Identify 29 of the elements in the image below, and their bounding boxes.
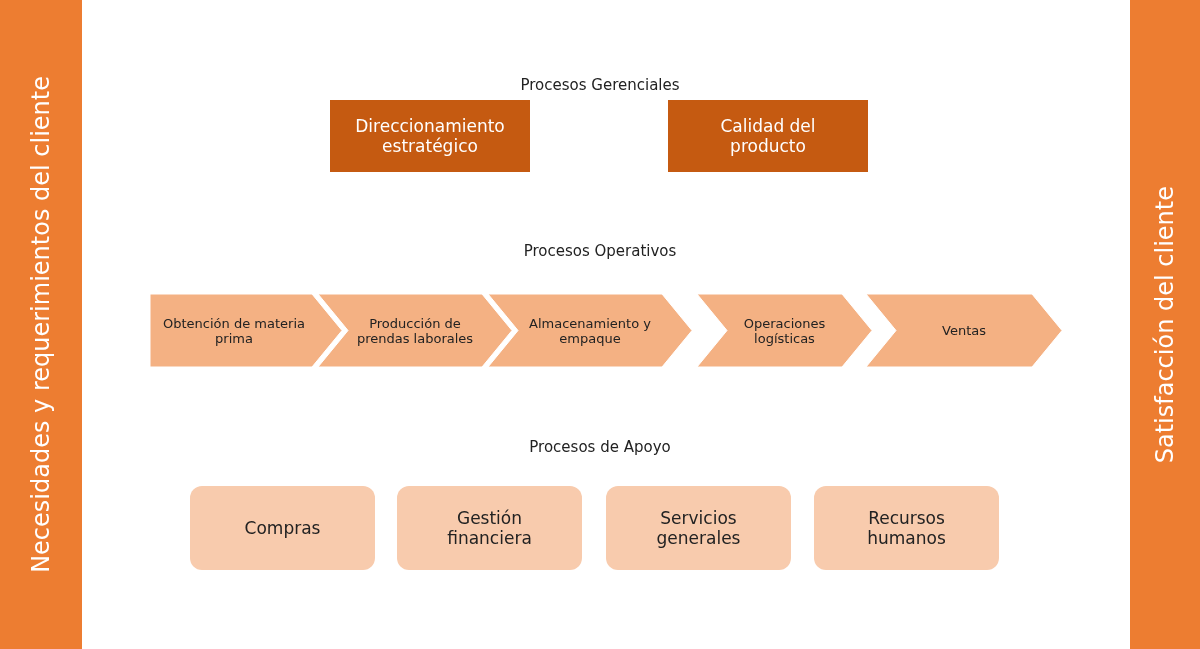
node-text: Direccionamiento estratégico (354, 116, 506, 156)
node-text: Recursos humanos (866, 508, 947, 548)
side-banner (0, 0, 82, 649)
node-text: Almacenamiento y empaque (528, 315, 652, 346)
chevron-step (150, 294, 342, 367)
section-heading: Procesos Gerenciales (520, 76, 680, 94)
node-text: Servicios generales (655, 508, 742, 548)
node-text: Necesidades y requerimientos del cliente (27, 76, 55, 573)
node-text: Ventas (941, 323, 987, 338)
node-text: Operaciones logísticas (742, 315, 827, 346)
process-box (668, 100, 868, 172)
support-process-box (814, 486, 999, 570)
side-banner (1130, 0, 1200, 649)
support-process-box (397, 486, 582, 570)
chevron-step (488, 294, 692, 367)
support-process-box (190, 486, 375, 570)
chevron-step (697, 294, 872, 367)
node-text: Obtención de materia prima (162, 315, 306, 346)
node-text: Compras (243, 518, 322, 538)
section-heading: Procesos de Apoyo (529, 438, 671, 456)
node-text: Producción de prendas laborales (355, 315, 475, 346)
node-text: Gestión financiera (446, 508, 533, 548)
support-process-box (606, 486, 791, 570)
node-text: Calidad del producto (719, 116, 817, 156)
chevron-step (318, 294, 512, 367)
section-heading: Procesos Operativos (523, 242, 677, 260)
node-text: Satisfacción del cliente (1151, 185, 1179, 464)
chevron-step (866, 294, 1062, 367)
process-box (330, 100, 530, 172)
